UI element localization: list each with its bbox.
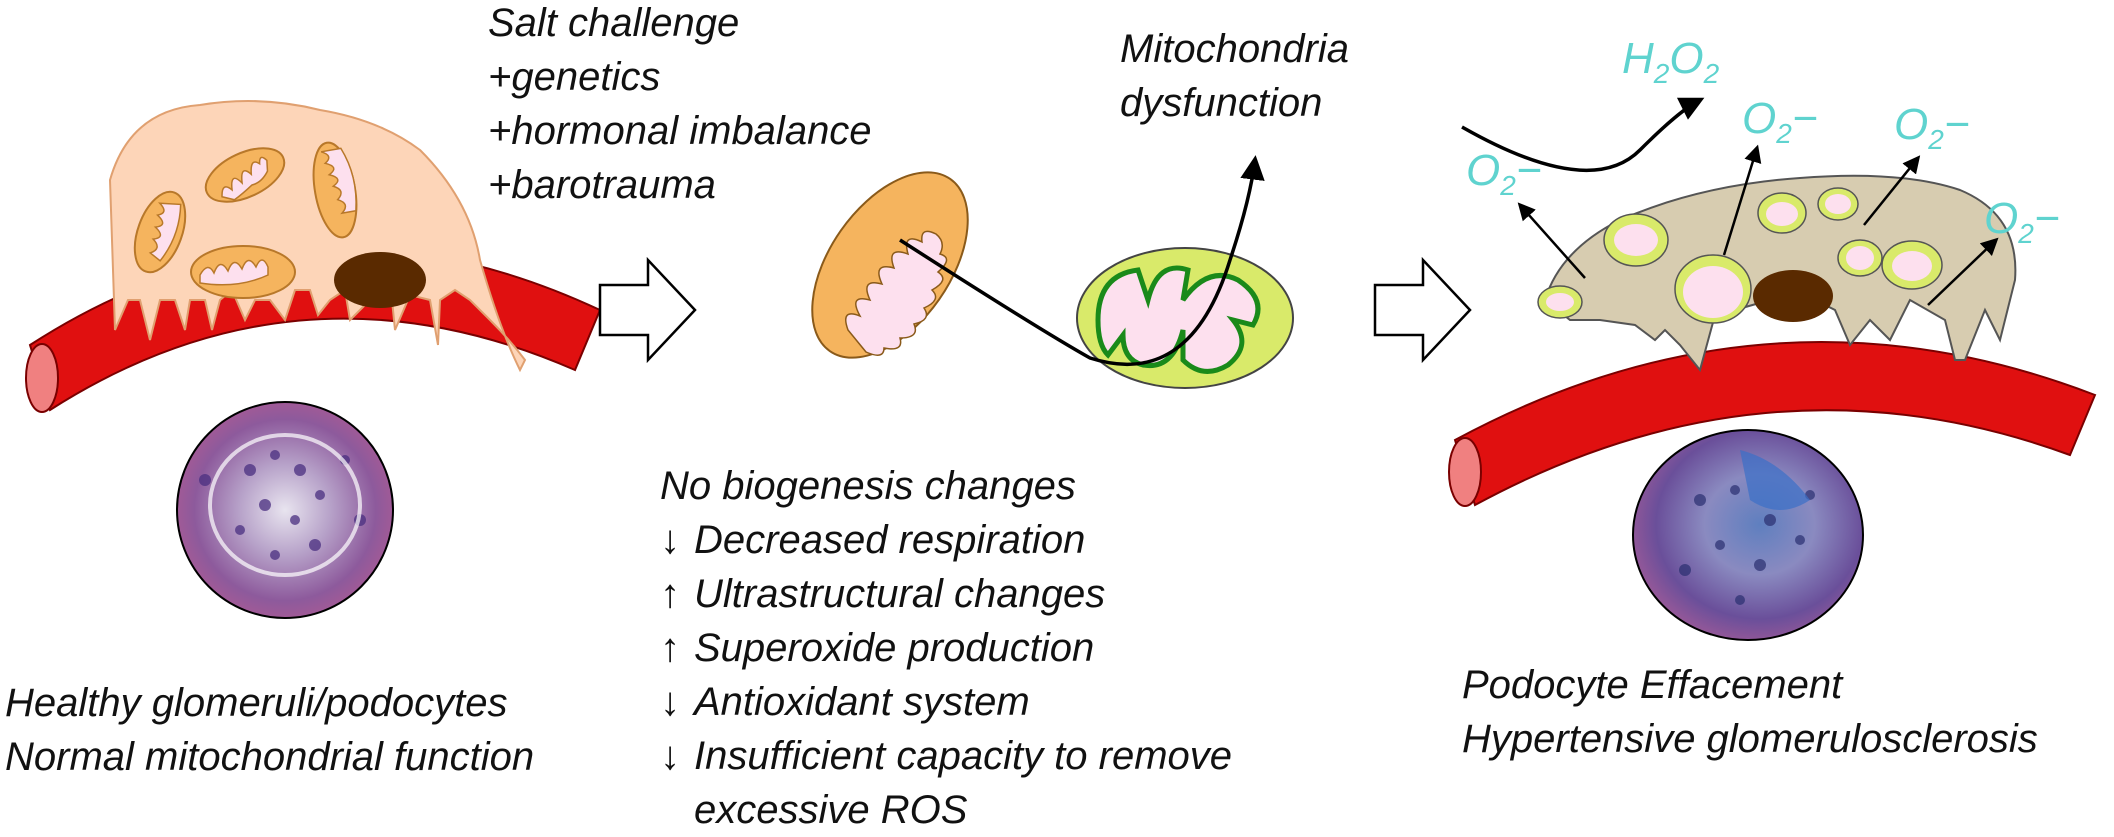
changes-heading: No biogenesis changes xyxy=(660,464,1076,508)
flow-arrow-1 xyxy=(598,256,697,364)
healthy-mitochondrion-cristae xyxy=(845,230,948,356)
change-item: ↓Decreased respiration xyxy=(660,513,1232,567)
healthy-podocyte-cell xyxy=(108,100,527,373)
effaced-podocyte-illustration xyxy=(1448,97,2097,641)
change-item: ↑Superoxide production xyxy=(660,621,1232,675)
diseased-nucleus xyxy=(1753,270,1833,322)
diseased-capillary-vessel xyxy=(1453,341,2097,507)
up-arrow-icon: ↑ xyxy=(660,626,680,670)
change-item-continuation: excessive ROS xyxy=(694,788,968,832)
superoxide-label: O2− xyxy=(1742,94,1818,149)
effacement-caption: Podocyte Effacement Hypertensive glomeru… xyxy=(1462,658,2038,766)
h2o2-arrow xyxy=(1461,97,1705,173)
healthy-caption: Healthy glomeruli/podocytes Normal mitoc… xyxy=(5,676,534,784)
mito-label-line-1: Mitochondria xyxy=(1120,27,1350,71)
diseased-histology-texture xyxy=(1679,485,1815,605)
superoxide-label: O2− xyxy=(1466,146,1542,201)
healthy-glomerulus-capsule xyxy=(208,433,362,577)
change-item: ↓Insufficient capacity to remove xyxy=(660,729,1232,783)
down-arrow-icon: ↓ xyxy=(660,734,680,778)
healthy-caption-line-2: Normal mitochondrial function xyxy=(5,735,535,779)
superoxide-label: O2− xyxy=(1894,100,1970,155)
damaged-mitochondria xyxy=(1537,187,1943,324)
ros-arrow-2 xyxy=(1722,144,1762,256)
challenge-text: Salt challenge +genetics +hormonal imbal… xyxy=(488,0,872,212)
change-item: ↓Antioxidant system xyxy=(660,675,1232,729)
diseased-sclerosis-region xyxy=(1740,450,1810,510)
effacement-caption-line-2: Hypertensive glomerulosclerosis xyxy=(1462,717,2038,761)
diseased-histology-image xyxy=(1632,429,1864,641)
up-arrow-icon: ↑ xyxy=(660,572,680,616)
challenge-line-1: Salt challenge xyxy=(488,1,740,45)
diseased-vessel-opening xyxy=(1448,437,1482,507)
down-arrow-icon: ↓ xyxy=(660,518,680,562)
challenge-line-2: +genetics xyxy=(488,55,661,99)
healthy-nucleus xyxy=(334,252,426,308)
mitochondria-transition xyxy=(811,155,1294,389)
superoxide-label: O2− xyxy=(1984,194,2060,249)
healthy-caption-line-1: Healthy glomeruli/podocytes xyxy=(5,681,508,725)
change-item: ↑Ultrastructural changes xyxy=(660,567,1232,621)
ros-arrow-3 xyxy=(1863,155,1921,226)
ros-arrow-1 xyxy=(1517,202,1586,279)
healthy-mitochondria xyxy=(133,141,358,299)
challenge-line-3: +hormonal imbalance xyxy=(488,109,872,153)
healthy-podocyte-illustration xyxy=(25,100,602,619)
mitochondria-dysfunction-label: Mitochondria dysfunction xyxy=(1120,22,1349,130)
flow-arrow-2 xyxy=(1373,256,1472,364)
healthy-mitochondrion xyxy=(811,171,969,359)
h2o2-label: H2O2 xyxy=(1622,34,1720,89)
down-arrow-icon: ↓ xyxy=(660,680,680,724)
dysfunction-arrow xyxy=(899,155,1265,367)
healthy-vessel-opening xyxy=(25,343,59,413)
mitochondrial-changes-list: No biogenesis changes ↓Decreased respira… xyxy=(660,459,1232,837)
challenge-line-4: +barotrauma xyxy=(488,163,716,207)
ros-arrow-4 xyxy=(1927,237,1999,306)
mito-label-line-2: dysfunction xyxy=(1120,81,1323,125)
effacement-caption-line-1: Podocyte Effacement xyxy=(1462,663,1843,707)
